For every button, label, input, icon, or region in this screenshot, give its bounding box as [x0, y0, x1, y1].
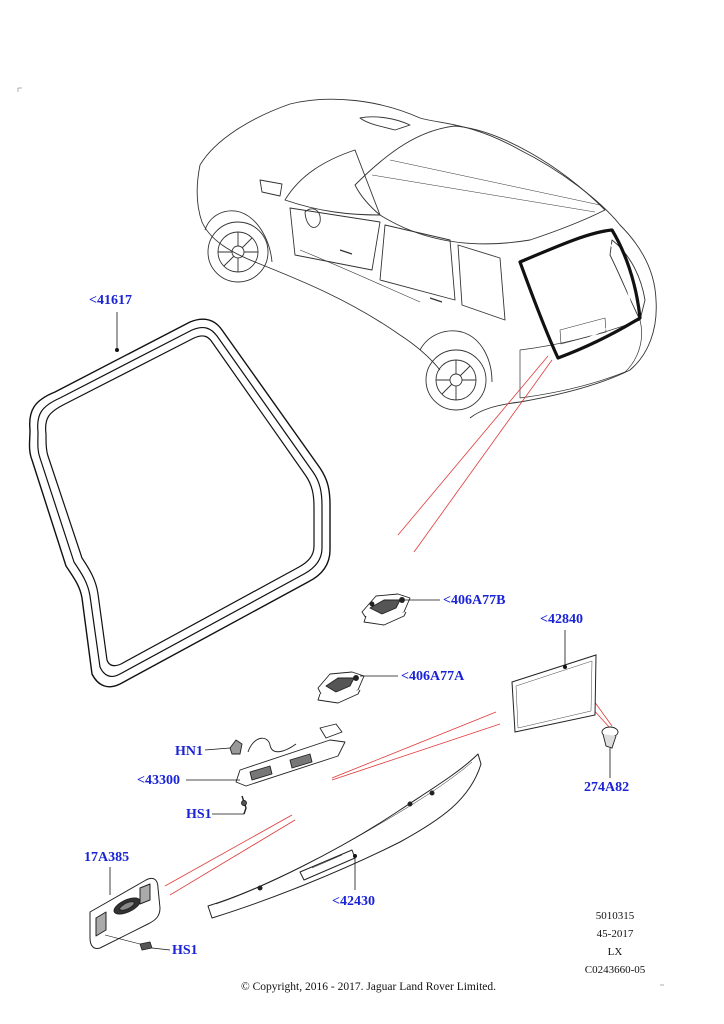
callout-hs1-upper: HS1 — [186, 807, 212, 822]
number-plate-bracket — [89, 877, 161, 949]
callout-fastener: 274A82 — [584, 780, 630, 795]
lock-assembly-a — [317, 671, 365, 704]
callout-hs1-lower: HS1 — [172, 943, 198, 958]
callout-seal: <41617 — [89, 293, 132, 308]
trim-panel — [511, 654, 597, 733]
tailgate-garnish — [207, 753, 482, 919]
callout-hn1: HN1 — [175, 744, 203, 759]
reference-code-3: LX — [607, 946, 623, 958]
callout-panel: <42840 — [540, 612, 583, 627]
corner-mark — [17, 87, 22, 92]
callout-lock-b: <406A77B — [443, 593, 506, 608]
reference-code-2: 45-2017 — [596, 928, 634, 940]
tailgate-seal — [28, 318, 331, 688]
callout-plate: 17A385 — [84, 850, 130, 865]
callout-harness: <43300 — [137, 773, 180, 788]
callout-garnish: <42430 — [332, 894, 375, 909]
reference-code-4: C0243660-05 — [584, 964, 646, 976]
copyright-notice: © Copyright, 2016 - 2017. Jaguar Land Ro… — [241, 981, 496, 993]
wiring-harness — [229, 723, 346, 815]
push-fastener — [601, 726, 619, 749]
callout-lock-a: <406A77A — [401, 669, 465, 684]
lock-assembly-b — [361, 593, 411, 626]
hs1-screw-lower — [139, 941, 153, 951]
tailgate-seal-on-vehicle — [518, 228, 642, 360]
vehicle-illustration — [196, 98, 657, 419]
reference-code-1: 5010315 — [595, 910, 635, 922]
